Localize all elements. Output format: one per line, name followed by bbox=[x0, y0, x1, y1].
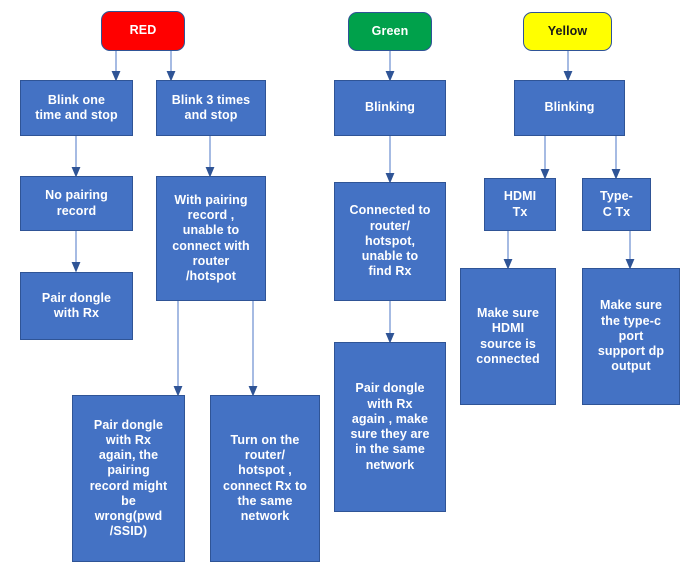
node-yellow-blinking-label: Blinking bbox=[544, 100, 595, 115]
node-red-pair-dongle-again-pwd-ssid-label: Pair dongle with Rx again, the pairing r… bbox=[89, 417, 168, 539]
node-yellow-type-c-tx[interactable]: Type- C Tx bbox=[582, 178, 651, 231]
node-red-blink-three-times-label: Blink 3 times and stop bbox=[171, 92, 251, 122]
node-yellow-make-sure-hdmi-source[interactable]: Make sure HDMI source is connected bbox=[460, 268, 556, 405]
node-green-connected-unable-find-rx[interactable]: Connected to router/ hotspot, unable to … bbox=[334, 182, 446, 301]
node-red-blink-three-times[interactable]: Blink 3 times and stop bbox=[156, 80, 266, 136]
node-red-pair-dongle-again-pwd-ssid[interactable]: Pair dongle with Rx again, the pairing r… bbox=[72, 395, 185, 562]
terminator-yellow[interactable]: Yellow bbox=[523, 12, 612, 51]
node-yellow-make-sure-hdmi-source-label: Make sure HDMI source is connected bbox=[476, 306, 540, 366]
node-yellow-type-c-tx-label: Type- C Tx bbox=[600, 189, 633, 219]
node-yellow-hdmi-tx-label: HDMI Tx bbox=[503, 189, 537, 219]
terminator-green[interactable]: Green bbox=[348, 12, 432, 51]
node-red-turn-on-router-hotspot-label: Turn on the router/ hotspot , connect Rx… bbox=[223, 432, 307, 523]
terminator-red[interactable]: RED bbox=[101, 11, 185, 51]
node-yellow-make-sure-type-c-dp[interactable]: Make sure the type-c port support dp out… bbox=[582, 268, 680, 405]
node-red-pair-dongle-with-rx-label: Pair dongle with Rx bbox=[41, 290, 112, 320]
node-red-blink-one-time[interactable]: Blink one time and stop bbox=[20, 80, 133, 136]
node-yellow-make-sure-type-c-dp-label: Make sure the type-c port support dp out… bbox=[597, 298, 665, 374]
node-green-blinking-label: Blinking bbox=[364, 100, 416, 115]
terminator-yellow-label: Yellow bbox=[547, 23, 588, 38]
node-red-blink-one-time-label: Blink one time and stop bbox=[35, 92, 118, 122]
node-red-pair-dongle-with-rx[interactable]: Pair dongle with Rx bbox=[20, 272, 133, 340]
node-green-blinking[interactable]: Blinking bbox=[334, 80, 446, 136]
node-red-turn-on-router-hotspot[interactable]: Turn on the router/ hotspot , connect Rx… bbox=[210, 395, 320, 562]
node-red-no-pairing-record-label: No pairing record bbox=[45, 188, 108, 218]
terminator-red-label: RED bbox=[129, 23, 157, 38]
node-yellow-hdmi-tx[interactable]: HDMI Tx bbox=[484, 178, 556, 231]
node-red-with-pairing-record-label: With pairing record , unable to connect … bbox=[172, 192, 250, 283]
terminator-green-label: Green bbox=[371, 23, 409, 38]
node-green-connected-unable-find-rx-label: Connected to router/ hotspot, unable to … bbox=[349, 203, 431, 279]
node-yellow-blinking[interactable]: Blinking bbox=[514, 80, 625, 136]
node-red-no-pairing-record[interactable]: No pairing record bbox=[20, 176, 133, 231]
node-green-pair-dongle-same-network-label: Pair dongle with Rx again , make sure th… bbox=[350, 381, 430, 472]
node-green-pair-dongle-same-network[interactable]: Pair dongle with Rx again , make sure th… bbox=[334, 342, 446, 512]
node-red-with-pairing-record[interactable]: With pairing record , unable to connect … bbox=[156, 176, 266, 301]
